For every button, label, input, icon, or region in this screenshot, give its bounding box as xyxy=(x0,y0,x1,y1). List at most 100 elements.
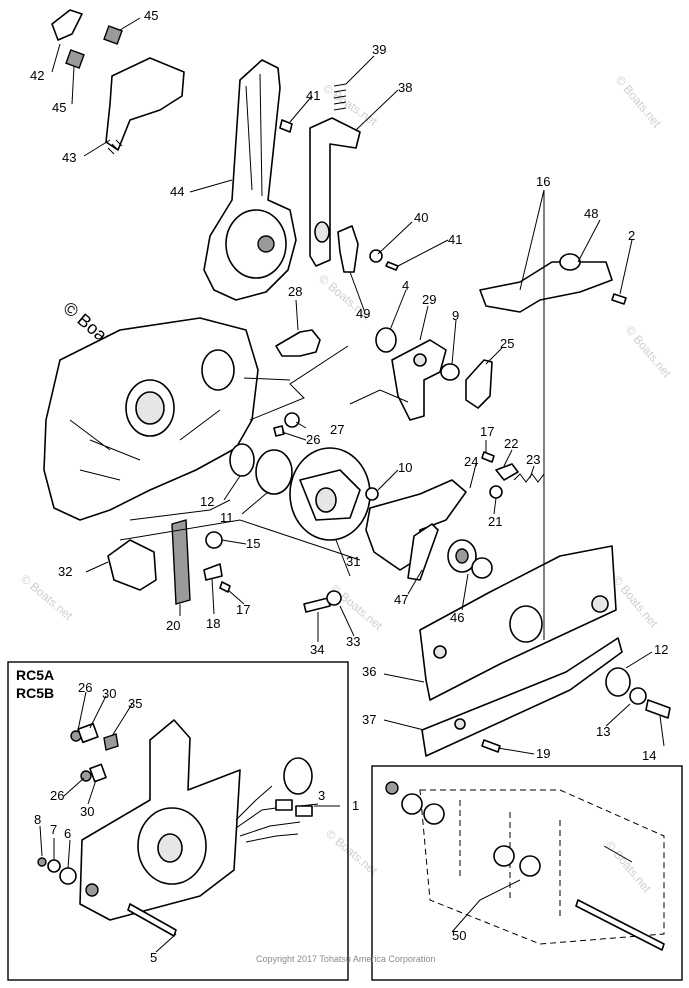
connector xyxy=(283,757,313,795)
part-47-shaft xyxy=(407,523,439,581)
label-41: 41 xyxy=(448,232,462,247)
leader-lines xyxy=(51,17,665,755)
label-45: 45 xyxy=(52,100,66,115)
label-42: 42 xyxy=(30,68,44,83)
control-knob xyxy=(85,883,99,897)
part-27-washer xyxy=(284,412,300,428)
part-25-pin xyxy=(465,359,493,409)
part-10-roller xyxy=(365,487,379,501)
part-21-pin xyxy=(489,485,503,499)
label-27: 27 xyxy=(330,422,344,437)
label-38: 38 xyxy=(398,80,412,95)
label-4: 4 xyxy=(402,278,409,293)
part-50-bolt xyxy=(575,899,665,951)
label-23: 23 xyxy=(526,452,540,467)
label-34: 34 xyxy=(310,642,324,657)
wire-harness xyxy=(235,785,301,843)
label-35: 35 xyxy=(128,696,142,711)
part-37-bar xyxy=(421,637,623,757)
watermark: © Boats.net xyxy=(18,572,76,624)
part-32-shroud xyxy=(107,539,157,591)
part-8-nut xyxy=(37,857,47,867)
label-43: 43 xyxy=(62,150,76,165)
part-3-terminal xyxy=(275,799,293,811)
part-14-bolt xyxy=(645,699,671,719)
part-23-spring xyxy=(513,473,545,483)
label-15: 15 xyxy=(246,536,260,551)
label-44: 44 xyxy=(170,184,184,199)
label-17: 17 xyxy=(480,424,494,439)
part-20-pad xyxy=(171,519,191,605)
inset-frame xyxy=(7,661,349,981)
part-36-plate xyxy=(419,545,617,701)
part-29-hole xyxy=(413,353,427,367)
part-12-ring-right xyxy=(605,667,631,697)
label-47: 47 xyxy=(394,592,408,607)
copyright-text: Copyright 2017 Tohatsu America Corporati… xyxy=(256,954,435,964)
label-19: 19 xyxy=(536,746,550,761)
part-17-screw-low xyxy=(219,581,231,593)
label-49: 49 xyxy=(356,306,370,321)
part-44-arm xyxy=(203,59,297,301)
part-9-washer xyxy=(440,363,460,381)
label-26: 26 xyxy=(306,432,320,447)
part-50-spacer xyxy=(493,845,515,867)
part-37-hole xyxy=(454,718,466,730)
watermark: © Boats.net xyxy=(623,323,675,381)
label-6: 6 xyxy=(64,826,71,841)
label-31: 31 xyxy=(346,554,360,569)
part-13-washer xyxy=(629,687,647,705)
label-14: 14 xyxy=(642,748,656,763)
part-50-spacer xyxy=(423,803,445,825)
part-6-knob xyxy=(59,867,77,885)
label-3: 3 xyxy=(318,788,325,803)
label-45: 45 xyxy=(144,8,158,23)
part-18-bracket xyxy=(203,563,223,581)
part-34-bolt xyxy=(303,597,331,613)
watermark: © Boats.net xyxy=(603,838,655,896)
inset-remote-control: RC5A RC5B 26 xyxy=(7,661,359,981)
label-32: 32 xyxy=(58,564,72,579)
part-41-screw-top xyxy=(279,119,293,133)
part-48-ring xyxy=(559,253,581,271)
part-45-clip xyxy=(65,49,85,69)
label-30: 30 xyxy=(80,804,94,819)
part-35-plug xyxy=(103,733,119,751)
label-1: 1 xyxy=(352,798,359,813)
label-9: 9 xyxy=(452,308,459,323)
label-10: 10 xyxy=(398,460,412,475)
label-29: 29 xyxy=(422,292,436,307)
label-5: 5 xyxy=(150,950,157,965)
model-rc5a: RC5A xyxy=(16,667,54,683)
part-7-washer xyxy=(47,859,61,873)
part-4-ring xyxy=(375,327,397,353)
part-31-gear xyxy=(289,447,371,541)
label-30: 30 xyxy=(102,686,116,701)
main-housing xyxy=(43,317,259,521)
part-50-spacer xyxy=(401,793,423,815)
label-8: 8 xyxy=(34,812,41,827)
label-46: 46 xyxy=(450,610,464,625)
part-12-ring xyxy=(229,443,255,477)
label-41: 41 xyxy=(306,88,320,103)
part-26-clip xyxy=(273,425,285,437)
label-48: 48 xyxy=(584,206,598,221)
label-26: 26 xyxy=(50,788,64,803)
handle-cover-group xyxy=(51,9,185,155)
part-38-link xyxy=(309,117,361,267)
part-17-screw xyxy=(481,451,495,463)
label-12: 12 xyxy=(654,642,668,657)
label-25: 25 xyxy=(500,336,514,351)
label-50: 50 xyxy=(452,928,466,943)
part-29-bracket xyxy=(391,339,447,421)
inset-part-50: 50 xyxy=(371,765,683,981)
label-20: 20 xyxy=(166,618,180,633)
model-rc5b: RC5B xyxy=(16,685,54,701)
label-37: 37 xyxy=(362,712,376,727)
label-36: 36 xyxy=(362,664,376,679)
part-11-ring xyxy=(255,449,293,495)
label-7: 7 xyxy=(50,822,57,837)
watermark: © Boats.net xyxy=(328,582,386,634)
part-45-clip xyxy=(103,25,123,45)
